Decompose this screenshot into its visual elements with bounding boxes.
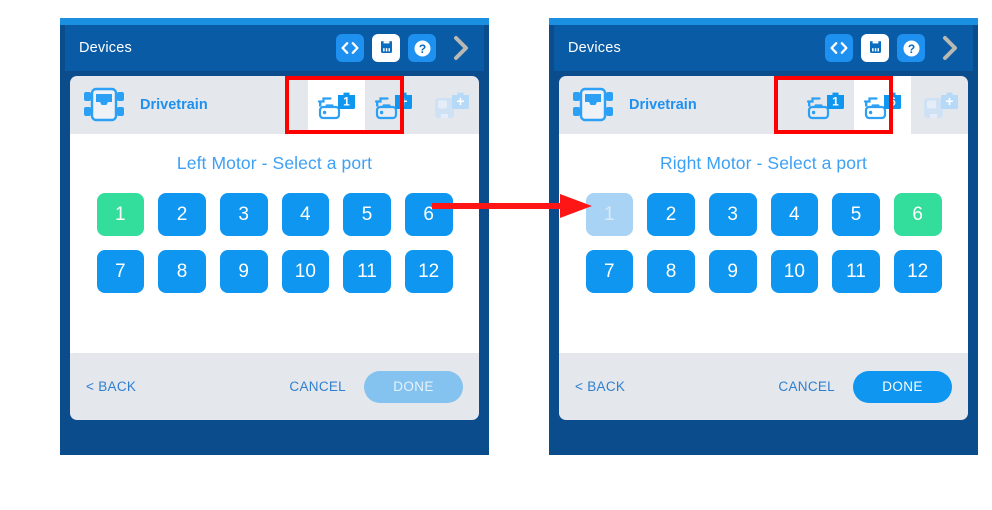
port-button[interactable]: 3 [219, 193, 268, 236]
left-motor-tab[interactable]: 1 [308, 76, 365, 134]
port-button[interactable]: 2 [647, 193, 695, 236]
port-button[interactable]: 12 [404, 250, 453, 293]
drivetrain-icon [82, 85, 126, 125]
device-tabs: 1 6 + [797, 76, 968, 134]
port-button[interactable]: 6 [893, 193, 942, 236]
port-button[interactable]: 5 [343, 193, 391, 236]
gyro-sensor-tab[interactable]: + [422, 76, 479, 134]
port-button[interactable]: 4 [770, 193, 819, 236]
tab-badge: + [399, 93, 407, 109]
right-motor-tab[interactable]: + [365, 76, 422, 134]
title-bar: Devices ? [554, 25, 973, 71]
chevron-right-icon[interactable] [937, 33, 963, 63]
port-button[interactable]: 7 [585, 250, 634, 293]
port-button[interactable]: 7 [96, 250, 145, 293]
gyro-sensor-tab[interactable]: + [911, 76, 968, 134]
cancel-button[interactable]: CANCEL [289, 379, 346, 394]
port-button[interactable]: 10 [770, 250, 819, 293]
tab-badge: + [456, 93, 464, 109]
code-brackets-icon[interactable] [336, 34, 364, 62]
port-button[interactable]: 10 [281, 250, 330, 293]
left-motor-tab[interactable]: 1 [797, 76, 854, 134]
port-button[interactable]: 9 [708, 250, 757, 293]
svg-text:?: ? [418, 42, 425, 56]
right-motor-tab[interactable]: 6 [854, 76, 911, 134]
tab-badge: 1 [343, 95, 350, 109]
port-picker-sheet: Left Motor - Select a port 1 2 3 4 5 6 7… [70, 134, 479, 353]
tab-badge: 1 [832, 95, 839, 109]
port-button[interactable]: 11 [343, 250, 391, 293]
done-button[interactable]: DONE [853, 370, 952, 403]
device-row: Drivetrain 1 [70, 76, 479, 134]
tab-badge: 6 [889, 95, 896, 109]
port-grid: 1 2 3 4 5 6 7 8 9 10 11 12 [96, 193, 453, 293]
port-prompt: Left Motor - Select a port [176, 153, 373, 173]
help-icon[interactable]: ? [897, 34, 925, 62]
port-button[interactable]: 11 [832, 250, 880, 293]
device-panel-right: Devices ? [549, 18, 978, 455]
port-button[interactable]: 12 [893, 250, 942, 293]
footer-bar: < BACK CANCEL DONE [559, 353, 968, 420]
port-button[interactable]: 4 [281, 193, 330, 236]
toolbar-icons: ? [336, 33, 474, 63]
port-button[interactable]: 3 [708, 193, 757, 236]
back-button[interactable]: < BACK [86, 379, 137, 394]
device-row: Drivetrain 1 [559, 76, 968, 134]
port-button[interactable]: 9 [219, 250, 268, 293]
port-button[interactable]: 5 [832, 193, 880, 236]
device-port-icon[interactable] [861, 34, 889, 62]
device-port-icon[interactable] [372, 34, 400, 62]
port-button[interactable]: 1 [96, 193, 145, 236]
device-name: Drivetrain [629, 97, 697, 113]
port-button[interactable]: 6 [404, 193, 453, 236]
port-button[interactable]: 8 [647, 250, 695, 293]
drivetrain-icon [571, 85, 615, 125]
done-button[interactable]: DONE [364, 370, 463, 403]
title-bar: Devices ? [65, 25, 484, 71]
port-button[interactable]: 1 [585, 193, 634, 236]
back-button[interactable]: < BACK [575, 379, 626, 394]
page-title: Devices [568, 40, 621, 56]
chevron-right-icon[interactable] [448, 33, 474, 63]
footer-bar: < BACK CANCEL DONE [70, 353, 479, 420]
port-button[interactable]: 8 [158, 250, 206, 293]
svg-text:?: ? [907, 42, 914, 56]
toolbar-icons: ? [825, 33, 963, 63]
page-title: Devices [79, 40, 132, 56]
port-button[interactable]: 2 [158, 193, 206, 236]
help-icon[interactable]: ? [408, 34, 436, 62]
tab-badge: + [945, 93, 953, 109]
port-grid: 1 2 3 4 5 6 7 8 9 10 11 12 [585, 193, 942, 293]
flow-arrow [432, 194, 592, 218]
device-name: Drivetrain [140, 97, 208, 113]
port-picker-sheet: Right Motor - Select a port 1 2 3 4 5 6 … [559, 134, 968, 353]
device-panel-left: Devices ? [60, 18, 489, 455]
code-brackets-icon[interactable] [825, 34, 853, 62]
port-prompt: Right Motor - Select a port [660, 153, 867, 173]
status-bar [549, 18, 978, 25]
cancel-button[interactable]: CANCEL [778, 379, 835, 394]
device-tabs: 1 + + [308, 76, 479, 134]
status-bar [60, 18, 489, 25]
